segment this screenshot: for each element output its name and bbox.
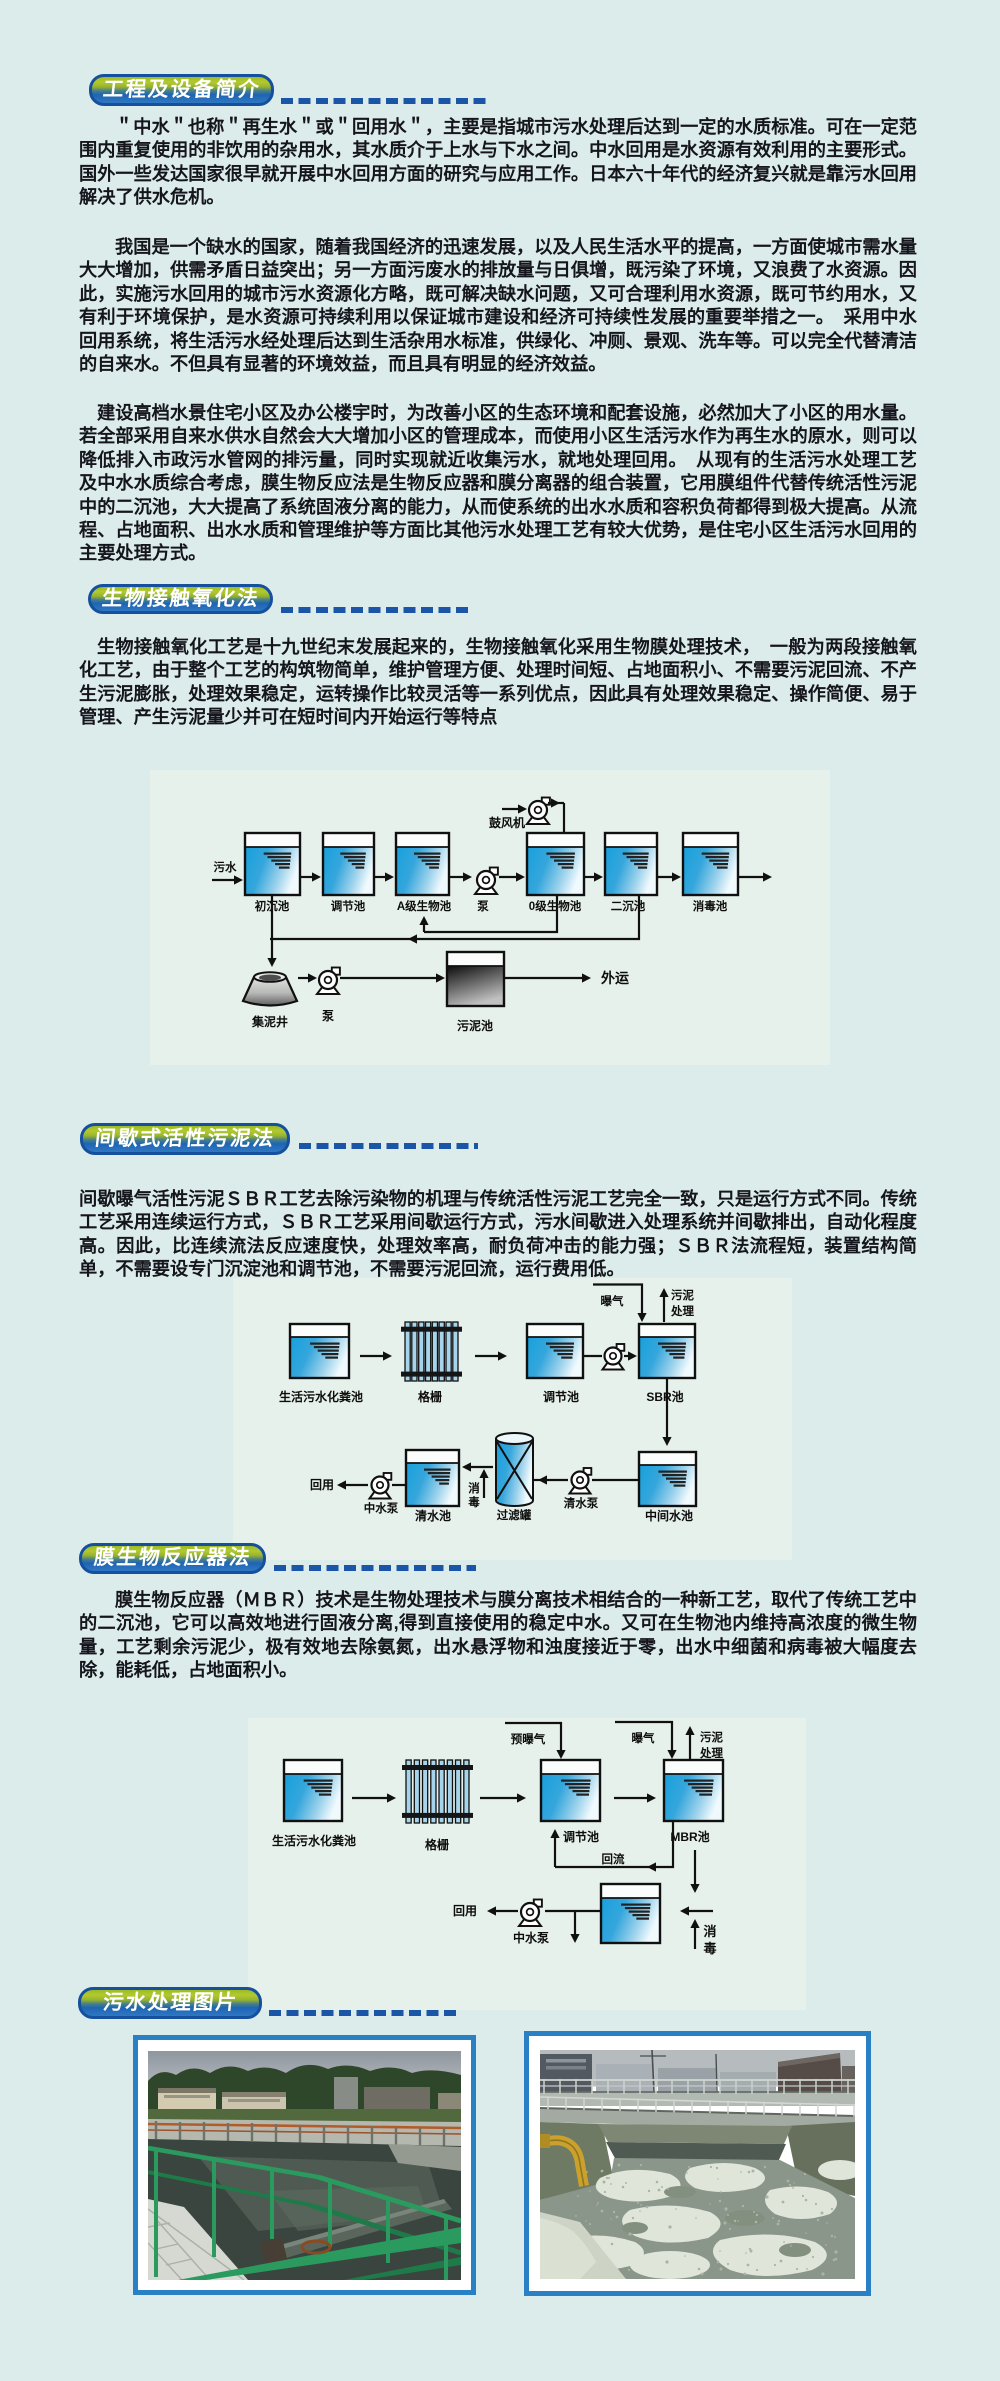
svg-text:调节池: 调节池 (563, 1829, 599, 1844)
svg-text:0级生物池: 0级生物池 (529, 899, 582, 913)
svg-text:MBR池: MBR池 (670, 1829, 709, 1844)
svg-text:污泥: 污泥 (671, 1288, 694, 1302)
svg-text:污泥: 污泥 (700, 1730, 723, 1744)
svg-text:曝气: 曝气 (601, 1294, 624, 1308)
svg-text:中水泵: 中水泵 (364, 1501, 399, 1515)
svg-text:回用: 回用 (453, 1904, 477, 1918)
svg-text:调节池: 调节池 (543, 1389, 579, 1404)
svg-text:污水: 污水 (214, 860, 237, 874)
svg-text:消毒池: 消毒池 (693, 899, 728, 913)
svg-text:清水泵: 清水泵 (564, 1496, 599, 1510)
svg-text:过滤罐: 过滤罐 (497, 1508, 532, 1522)
svg-text:预曝气: 预曝气 (511, 1732, 546, 1746)
svg-text:A级生物池: A级生物池 (397, 899, 452, 913)
svg-text:回流: 回流 (602, 1852, 625, 1866)
svg-text:泵: 泵 (477, 900, 489, 913)
svg-text:污泥池: 污泥池 (457, 1018, 493, 1033)
svg-text:集泥井: 集泥井 (251, 1014, 288, 1029)
svg-text:毒: 毒 (468, 1495, 480, 1509)
svg-text:格栅: 格栅 (418, 1389, 442, 1404)
svg-text:泵: 泵 (322, 1009, 334, 1023)
svg-text:回用: 回用 (310, 1478, 334, 1492)
svg-text:毒: 毒 (703, 1941, 716, 1956)
svg-text:消: 消 (468, 1481, 480, 1495)
svg-text:处理: 处理 (670, 1304, 694, 1318)
svg-text:处理: 处理 (699, 1746, 723, 1760)
svg-text:SBR池: SBR池 (646, 1389, 683, 1404)
svg-text:清水池: 清水池 (415, 1508, 451, 1523)
svg-text:鼓风机: 鼓风机 (489, 815, 525, 830)
svg-text:曝气: 曝气 (632, 1731, 655, 1745)
svg-text:外运: 外运 (601, 970, 629, 986)
svg-text:中水泵: 中水泵 (513, 1930, 549, 1945)
svg-text:生活污水化粪池: 生活污水化粪池 (279, 1389, 363, 1404)
svg-text:调节池: 调节池 (331, 899, 366, 913)
svg-text:格栅: 格栅 (425, 1837, 449, 1852)
svg-text:生活污水化粪池: 生活污水化粪池 (272, 1833, 356, 1848)
svg-text:中间水池: 中间水池 (645, 1508, 693, 1523)
svg-text:消: 消 (703, 1924, 716, 1939)
svg-text:二沉池: 二沉池 (611, 899, 646, 913)
